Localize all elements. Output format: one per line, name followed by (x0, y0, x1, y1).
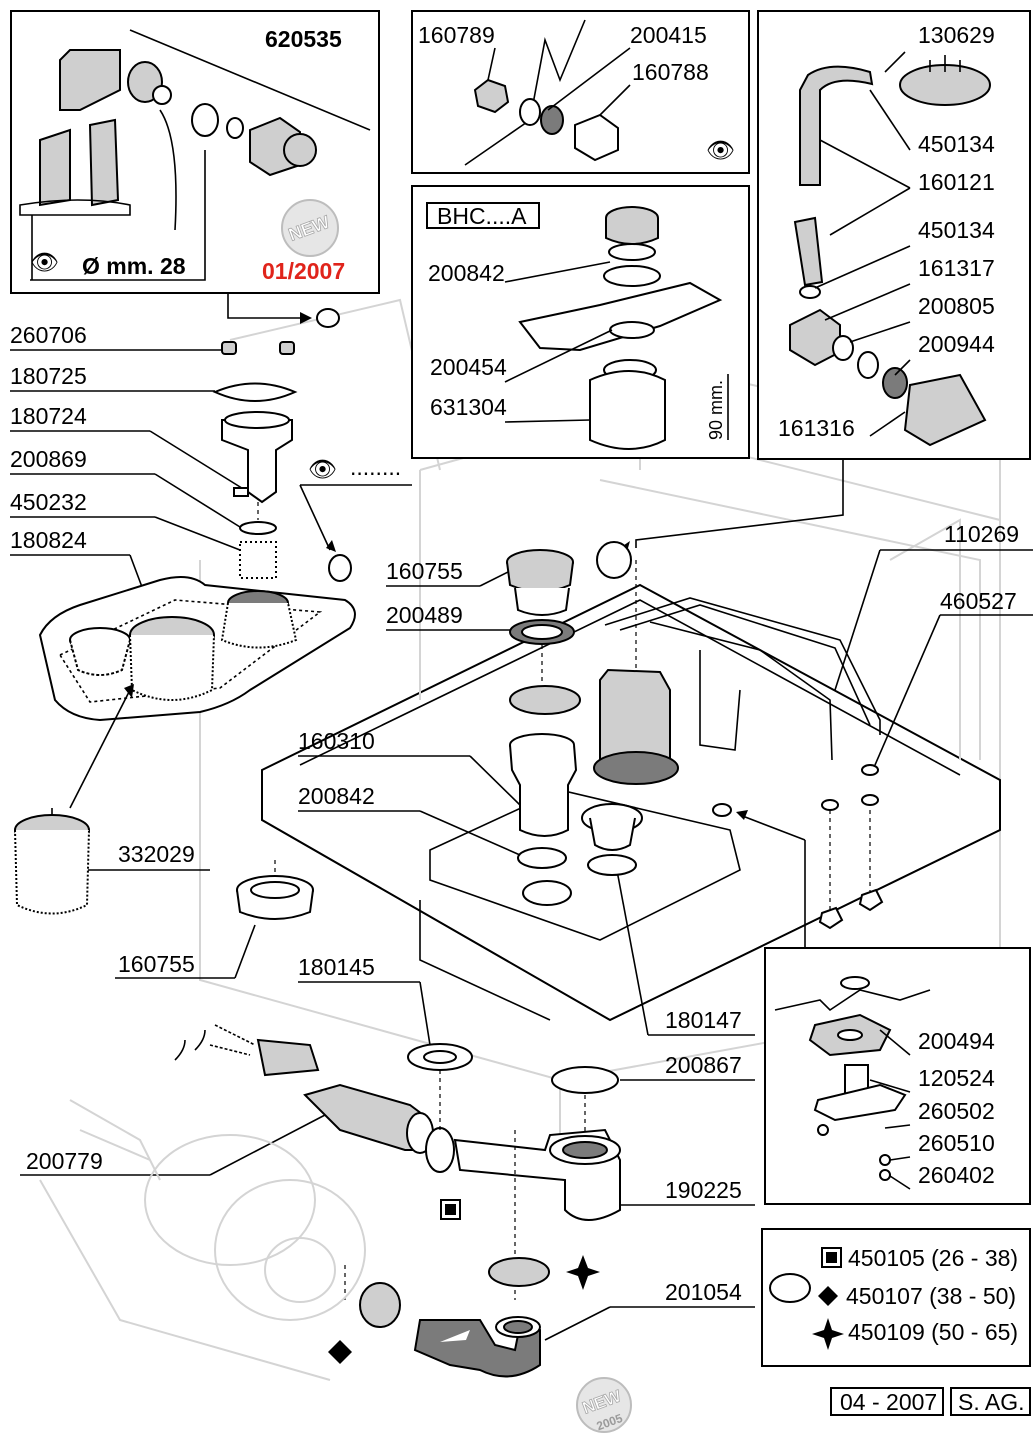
pressure-label-5: 161317 (918, 255, 995, 281)
inset-drain-plug: 160789 200415 160788 👁 (411, 10, 750, 174)
heater-label-4: 260510 (918, 1130, 995, 1156)
wash-tank (261, 470, 1001, 1022)
inset-620535-diameter: Ø mm. 28 (82, 253, 186, 279)
center-label-1: 160755 (386, 558, 463, 584)
inset-pressure: 130629 450134 160121 450134 161317 20080… (757, 10, 1031, 460)
left-labels: 260706 180725 180724 200869 450232 18082… (10, 322, 256, 979)
footer-date: 04 - 2007 (840, 1389, 937, 1415)
filter-tray (38, 575, 356, 809)
pressure-label-7: 200944 (918, 331, 995, 357)
new-2005-badge-icon: NEW 2005 (576, 1377, 632, 1433)
heater-label-5: 260402 (918, 1162, 995, 1188)
right-label-1: 110269 (944, 521, 1019, 547)
center-label-6: 200779 (26, 1148, 103, 1174)
left-label-1: 260706 (10, 322, 87, 348)
center-label-10: 201054 (665, 1279, 742, 1305)
seal-ring-icon (596, 541, 632, 579)
footer-maker: S. AG. (958, 1389, 1024, 1415)
pressure-label-6: 200805 (918, 293, 995, 319)
heater-label-1: 200494 (918, 1028, 995, 1054)
inset-620535-code: 620535 (265, 26, 342, 52)
center-label-8: 200867 (665, 1052, 742, 1078)
center-label-5: 180145 (298, 954, 375, 980)
drain-pipe-parts (174, 1024, 621, 1300)
drain-label-1: 160789 (418, 22, 495, 48)
right-label-2: 460527 (940, 588, 1017, 614)
drain-label-2: 200415 (630, 22, 707, 48)
arrow-icon (300, 312, 312, 324)
filter-holder-parts: 👁 ........ (212, 341, 412, 582)
legend-item-1: 450105 (26 - 38) (848, 1245, 1018, 1271)
inset-bhc: BHC....A 200842 200454 631304 90 mm. (411, 185, 750, 459)
seal-ring-icon (316, 308, 340, 328)
nut-160755-left (236, 860, 314, 920)
left-label-2: 180725 (10, 363, 87, 389)
inset-620535: 620535 👁 Ø mm. 28 01/2007 NEW (10, 10, 380, 294)
heater-label-2: 120524 (918, 1065, 995, 1091)
left-label-3: 180724 (10, 403, 87, 429)
cylinder-filter (14, 808, 90, 915)
legend-item-3: 450109 (50 - 65) (848, 1319, 1018, 1345)
bhc-dimension: 90 mm. (706, 380, 726, 440)
star-marker-icon (812, 1318, 844, 1350)
new-badge-icon: NEW (281, 199, 339, 257)
footer: NEW 2005 04 - 2007 S. AG. (576, 1377, 1031, 1433)
right-labels: 110269 460527 (834, 521, 1033, 766)
center-labels: 160755 200489 160310 200842 180145 20077… (20, 558, 755, 1341)
left-label-6: 180824 (10, 527, 87, 553)
center-label-7: 180147 (665, 1007, 742, 1033)
left-label-4: 200869 (10, 446, 87, 472)
inset-heater: 200494 120524 260502 260510 260402 (764, 947, 1031, 1205)
heater-label-3: 260502 (918, 1098, 995, 1124)
left-label-5: 450232 (10, 489, 87, 515)
cap-160755 (506, 549, 581, 715)
drain-label-3: 160788 (632, 59, 709, 85)
star-marker-icon (566, 1255, 600, 1290)
pressure-label-8: 161316 (778, 415, 855, 441)
bhc-label-2: 200454 (430, 354, 507, 380)
diamond-marker-icon (818, 1286, 838, 1306)
center-label-4: 200842 (298, 783, 375, 809)
hose-201054 (328, 1255, 600, 1378)
dots-label: ........ (350, 454, 401, 480)
left-label-8: 160755 (118, 951, 195, 977)
pressure-label-4: 450134 (918, 217, 995, 243)
bhc-label-3: 631304 (430, 394, 507, 420)
diamond-marker-icon (328, 1340, 352, 1364)
center-label-2: 200489 (386, 602, 463, 628)
bhc-label-1: 200842 (428, 260, 505, 286)
heating-element (604, 597, 884, 930)
legend-item-2: 450107 (38 - 50) (846, 1283, 1016, 1309)
clamp-legend: 450105 (26 - 38) 450107 (38 - 50) 450109… (761, 1228, 1031, 1367)
overflow-tube (509, 668, 806, 948)
left-label-7: 332029 (118, 841, 195, 867)
eye-icon: 👁 (30, 249, 59, 275)
bhc-title: BHC....A (437, 203, 527, 229)
center-label-9: 190225 (665, 1177, 742, 1203)
pressure-label-3: 160121 (918, 169, 995, 195)
center-label-3: 160310 (298, 728, 375, 754)
eye-icon: 👁 (706, 137, 735, 163)
inset-620535-date: 01/2007 (262, 258, 345, 284)
eye-icon: 👁 (308, 456, 337, 482)
pressure-label-2: 450134 (918, 131, 995, 157)
pump-motor-ghost (69, 1099, 366, 1321)
pressure-label-1: 130629 (918, 22, 995, 48)
